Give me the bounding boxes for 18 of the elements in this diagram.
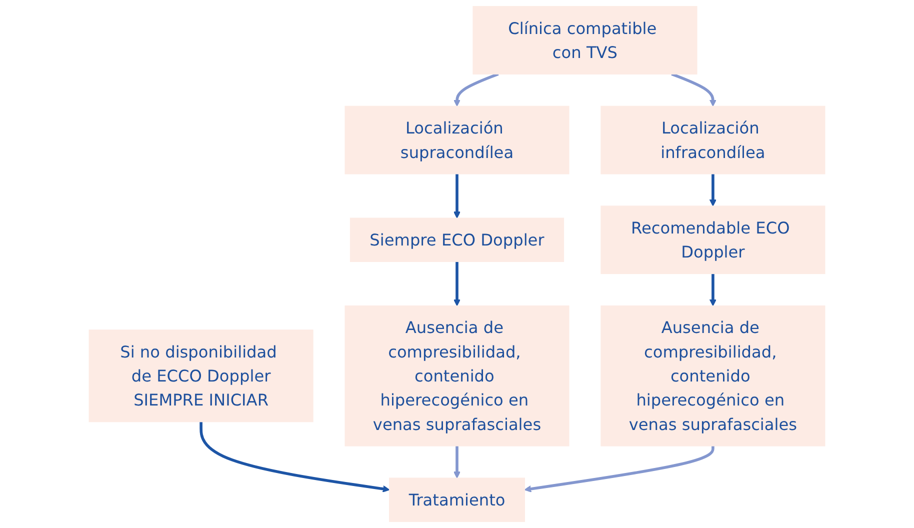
- node-box: Recomendable ECO Doppler: [600, 206, 826, 274]
- arrow: [453, 446, 461, 478]
- node-box: Localización infracondílea: [600, 106, 826, 174]
- node-box: Clínica compatible con TVS: [472, 6, 698, 74]
- arrow: [709, 274, 716, 306]
- arrow: [200, 422, 390, 492]
- node-box: Tratamiento: [389, 478, 525, 522]
- arrow: [524, 446, 714, 492]
- arrow: [453, 174, 461, 218]
- node-box: Localización supracondílea: [344, 106, 570, 174]
- node-box: Ausencia de compresibilidad, contenido hiperecogénico en venas suprafasciales: [344, 305, 570, 446]
- arrow: [453, 262, 461, 306]
- arrow: [671, 72, 716, 107]
- arrow: [709, 174, 716, 206]
- node-box: Siempre ECO Doppler: [350, 218, 564, 262]
- node-box: Si no disponibilidad de ECCO Doppler SIEMPRE INICIAR: [88, 330, 314, 422]
- node-box: Ausencia de compresibilidad, contenido hiperecogénico en venas suprafasciales: [600, 305, 826, 446]
- arrow: [453, 72, 499, 107]
